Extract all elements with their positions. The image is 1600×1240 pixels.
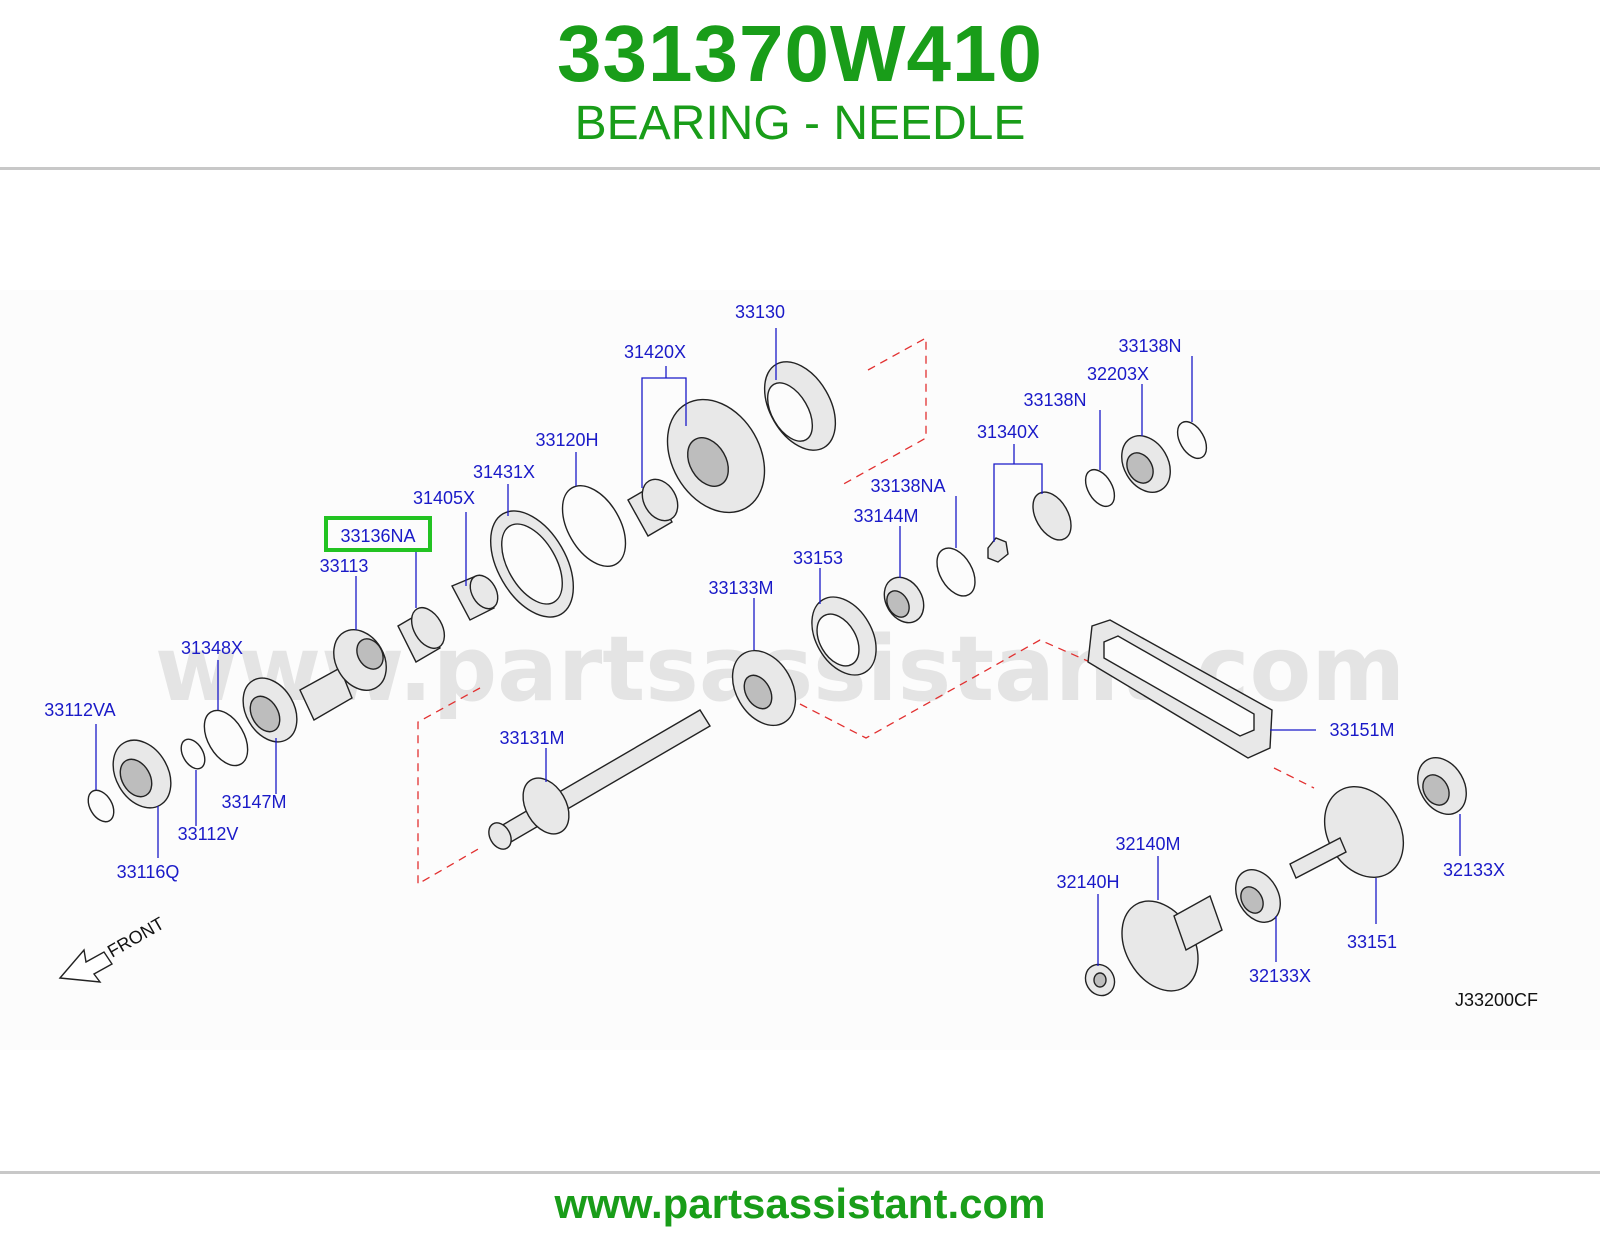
companion-flange-32140M[interactable] (1107, 887, 1223, 1004)
snap-ring-33120H[interactable] (549, 475, 638, 577)
label-33120H[interactable]: 33120H (535, 430, 598, 450)
label-33116Q[interactable]: 33116Q (117, 862, 180, 882)
label-31431X[interactable]: 31431X (473, 462, 535, 482)
flange-nut-32140H[interactable] (1080, 959, 1120, 1001)
snap-ring-33138N-upper[interactable] (1172, 417, 1213, 464)
ball-bearing-33147M[interactable] (232, 669, 308, 752)
label-33130[interactable]: 33130 (735, 302, 785, 322)
snap-ring-33112V[interactable] (176, 735, 209, 773)
label-32133X-upper[interactable]: 32133X (1443, 860, 1505, 880)
label-32140M[interactable]: 32140M (1115, 834, 1180, 854)
snap-ring-33112VA[interactable] (83, 786, 119, 826)
drawing-code: J33200CF (1455, 990, 1538, 1010)
pump-rotor-outer-31340X[interactable] (1025, 485, 1079, 546)
label-31405X[interactable]: 31405X (413, 488, 475, 508)
phantom-outline-upper (839, 336, 927, 487)
main-shaft-33131M[interactable] (484, 709, 711, 853)
needle-bearing-31420X[interactable] (627, 473, 685, 537)
output-shaft-33151[interactable] (1289, 772, 1419, 891)
o-ring-31348X[interactable] (195, 703, 256, 773)
front-arrow-icon (58, 948, 114, 983)
pump-rotor-inner-31340X[interactable] (987, 537, 1009, 563)
label-31340X[interactable]: 31340X (977, 422, 1039, 442)
label-33131M[interactable]: 33131M (499, 728, 564, 748)
sun-gear-33130[interactable] (750, 349, 850, 462)
label-33151M[interactable]: 33151M (1329, 720, 1394, 740)
label-33113[interactable]: 33113 (320, 556, 369, 576)
diagram-svg: www.partsassistant.com (44, 302, 1538, 1010)
label-33147M[interactable]: 33147M (221, 792, 286, 812)
ball-bearing-32133X-lower[interactable] (1227, 862, 1290, 930)
ball-bearing-33116Q[interactable] (101, 730, 182, 818)
label-33138NA[interactable]: 33138NA (870, 476, 945, 496)
snap-ring-33138N-lower[interactable] (1080, 465, 1121, 512)
phantom-outline-mid (799, 639, 1091, 739)
label-33138N-lower[interactable]: 33138N (1023, 390, 1086, 410)
label-33138N-upper[interactable]: 33138N (1118, 336, 1181, 356)
label-33133M[interactable]: 33133M (708, 578, 773, 598)
gear-shaft-33113[interactable] (299, 620, 397, 721)
part-description: BEARING - NEEDLE (574, 97, 1026, 150)
ball-bearing-32203X[interactable] (1112, 427, 1180, 501)
bushing-31405X[interactable] (451, 570, 503, 621)
top-divider (0, 167, 1600, 170)
phantom-outline-right (1273, 767, 1315, 789)
label-32140H[interactable]: 32140H (1056, 872, 1119, 892)
hub-33144M[interactable] (876, 570, 931, 630)
label-32203X[interactable]: 32203X (1087, 364, 1149, 384)
label-31420X[interactable]: 31420X (624, 342, 686, 362)
label-33112VA[interactable]: 33112VA (44, 700, 115, 720)
bottom-divider (0, 1171, 1600, 1174)
planet-carrier-31420X[interactable] (648, 382, 784, 530)
leader-lines (95, 328, 1461, 966)
needle-bearing-33136NA[interactable] (397, 602, 451, 663)
header: 331370W410 BEARING - NEEDLE (0, 0, 1600, 170)
label-33136NA[interactable]: 33136NA (340, 526, 415, 546)
part-number-title: 331370W410 (557, 9, 1043, 98)
parts-diagram: www.partsassistant.com (0, 290, 1600, 1050)
sleeve-33153[interactable] (799, 586, 889, 687)
label-32133X-lower[interactable]: 32133X (1249, 966, 1311, 986)
ball-bearing-32133X-upper[interactable] (1408, 749, 1476, 823)
front-label: FRONT (104, 913, 168, 961)
label-33112V[interactable]: 33112V (178, 824, 239, 844)
footer-website-link[interactable]: www.partsassistant.com (554, 1180, 1046, 1227)
label-33144M[interactable]: 33144M (853, 506, 918, 526)
highlight-box-33136NA (324, 516, 432, 552)
drive-chain-33151M[interactable] (1087, 619, 1273, 759)
phantom-outline-left (417, 687, 481, 886)
label-33151[interactable]: 33151 (1347, 932, 1397, 952)
label-33153[interactable]: 33153 (793, 548, 843, 568)
snap-ring-33138NA[interactable] (929, 541, 983, 602)
sprocket-33133M[interactable] (720, 639, 808, 736)
label-31348X[interactable]: 31348X (181, 638, 243, 658)
